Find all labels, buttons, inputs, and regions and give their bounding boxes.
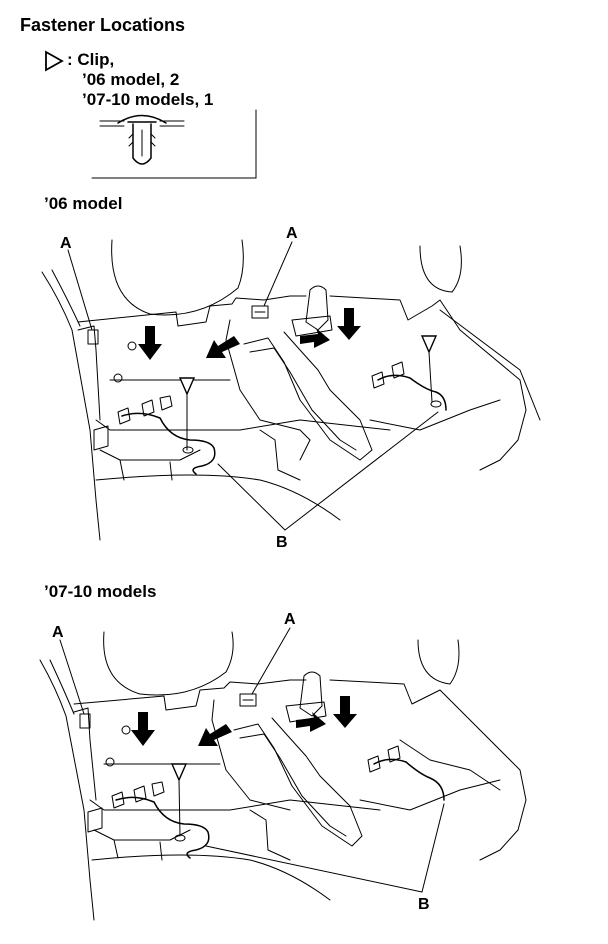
clip-symbol-icon xyxy=(45,50,64,72)
direction-arrow-icon xyxy=(296,712,326,732)
clip-legend-label: : Clip, xyxy=(67,50,115,69)
label-b-06: B xyxy=(276,534,288,551)
direction-arrow-icon xyxy=(300,328,330,348)
label-a-top-06: A xyxy=(286,225,298,242)
clip-location-triangle-icon xyxy=(420,335,438,354)
section-heading-07-10: ’07-10 models xyxy=(44,582,157,601)
label-a-left-06: A xyxy=(60,235,72,252)
clip-count-07-10: ’07-10 models, 1 xyxy=(82,90,214,109)
direction-arrow-icon xyxy=(206,336,240,358)
label-b-07-10: B xyxy=(418,896,430,913)
label-a-top-07-10: A xyxy=(284,611,296,628)
direction-arrow-icon xyxy=(333,696,357,728)
section-heading-06: ’06 model xyxy=(44,194,123,213)
direction-arrow-icon xyxy=(138,326,162,360)
direction-arrow-icon xyxy=(131,712,155,746)
direction-arrow-icon xyxy=(337,308,361,340)
clip-location-triangle-icon xyxy=(178,377,196,396)
fastener-locations-title: Fastener Locations xyxy=(20,15,186,35)
clip-count-06: ’06 model, 2 xyxy=(82,70,180,89)
label-a-left-07-10: A xyxy=(52,624,64,641)
clip-location-triangle-icon xyxy=(170,763,188,782)
direction-arrow-icon xyxy=(198,724,232,746)
clip-illustration-icon xyxy=(99,114,185,165)
